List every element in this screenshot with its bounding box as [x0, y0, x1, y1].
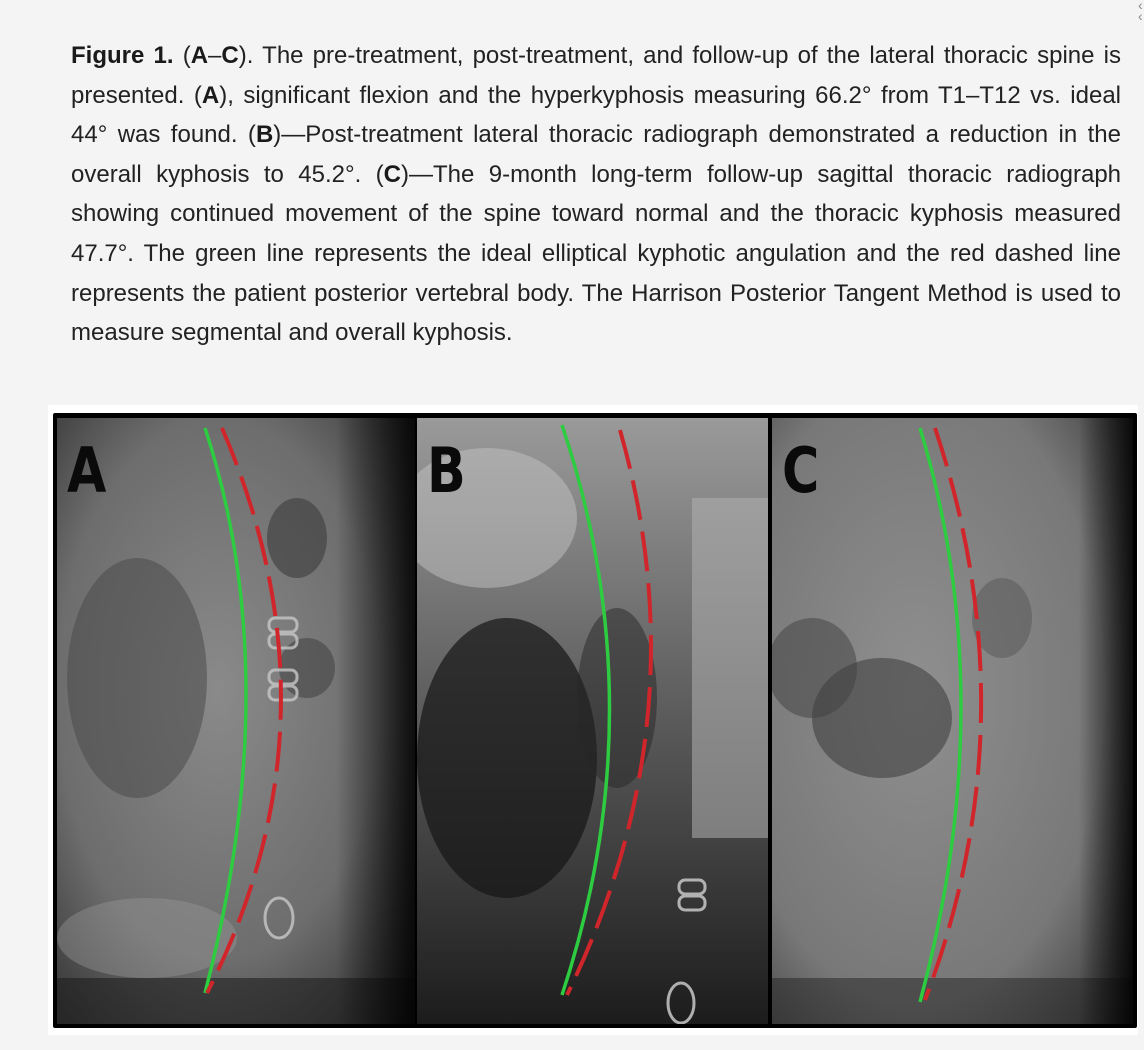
panel-label-a: A: [67, 434, 107, 507]
caption-text: )—Post-treatment lateral thoracic radiog…: [71, 121, 1121, 188]
caption-text: –: [208, 42, 222, 69]
caption-panel-ref: B: [255, 121, 274, 149]
ideal-curve-line: [560, 424, 612, 996]
caption-text: )—The 9-month long-term follow-up sagitt…: [71, 160, 1122, 347]
caption-panel-ref: A: [190, 42, 209, 69]
caption-text: (: [173, 42, 191, 69]
caption-text: ), significant flexion and the hyperkyph…: [71, 81, 1122, 149]
caption-text: ). The pre-treatment, post-treatment, an…: [71, 42, 1121, 109]
ideal-curve-line: [918, 427, 963, 1003]
xray-image-c: [772, 418, 1133, 1024]
ideal-curve-line: [203, 427, 248, 994]
resize-grip-icon[interactable]: ‹‹: [1138, 0, 1143, 24]
figure-caption: Figure 1. (A–C). The pre-treatment, post…: [71, 36, 1121, 353]
xray-image-b: [417, 418, 768, 1024]
patient-posterior-line: [923, 427, 984, 1001]
caption-panel-ref: C: [383, 160, 401, 188]
figure-label: Figure 1.: [71, 42, 174, 69]
caption-panel-ref: C: [221, 42, 239, 69]
patient-posterior-line: [205, 427, 283, 994]
radiograph-panel-b: B: [417, 418, 768, 1024]
radiograph-panel-a: A: [57, 418, 415, 1024]
radiograph-panel-c: C: [772, 418, 1133, 1024]
patient-posterior-line: [565, 429, 653, 996]
panel-label-c: C: [782, 434, 820, 507]
caption-body: (A–C). The pre-treatment, post-treatment…: [71, 42, 1121, 346]
panel-label-b: B: [427, 434, 466, 507]
xray-image-a: [57, 418, 415, 1024]
caption-panel-ref: A: [201, 81, 220, 109]
